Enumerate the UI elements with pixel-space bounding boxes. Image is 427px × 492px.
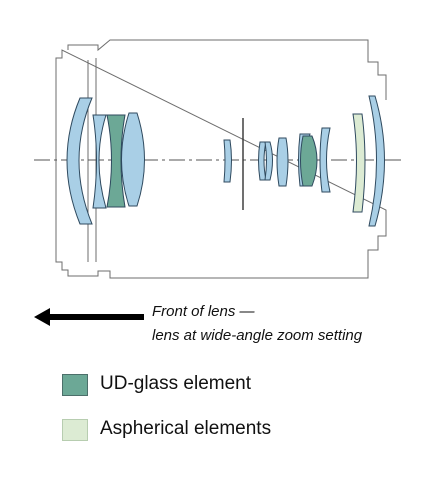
middle-element-3 [264,141,273,181]
ud-glass-legend-swatch [62,374,88,396]
aspherical-element [352,113,366,213]
aspherical-legend-label: Aspherical elements [100,418,272,439]
middle-element-1 [223,139,232,183]
middle-element-2 [258,141,267,181]
rear-element [368,95,385,227]
ud-glass-element-rear [300,135,318,187]
front-meniscus-element [66,97,93,225]
ud-glass-legend-label: UD-glass element [100,373,251,394]
front-element-2 [92,114,107,209]
lens-barrel-outline [55,39,387,279]
arrow-caption-line1: Front of lens — [152,303,255,320]
ud-glass-element-front [106,114,126,208]
front-element-4 [121,112,145,207]
arrow-caption-line2: lens at wide-angle zoom setting [152,327,363,344]
middle-element-4 [276,137,289,187]
rear-group-element-3 [319,127,331,193]
lens-cross-section-diagram [34,39,405,279]
aspherical-legend-swatch [62,419,88,441]
front-direction-arrow [34,308,144,326]
